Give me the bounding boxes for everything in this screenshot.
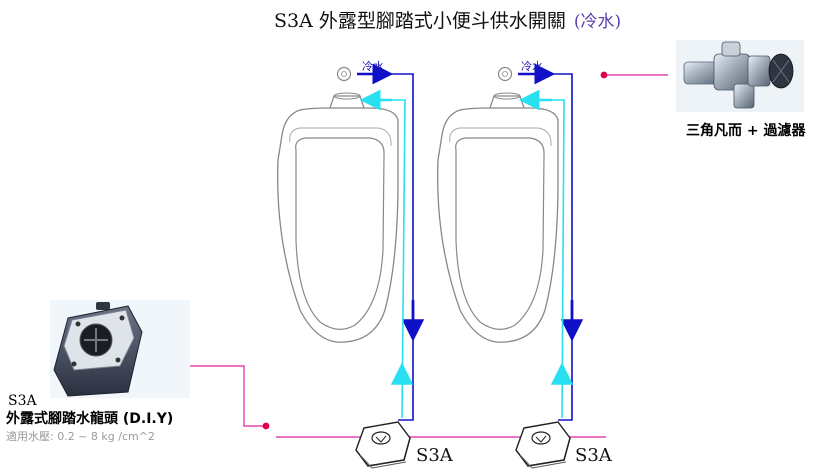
diy-pressure-range: 適用水壓: 0.2 ~ 8 kg /cm^2: [6, 430, 155, 443]
valve-label: 三角凡而 + 過濾器: [686, 123, 806, 139]
cold-water-pipe-1: [357, 63, 425, 421]
urinal-2: [437, 92, 559, 343]
junction-dot: [600, 71, 608, 79]
supply-line: [186, 74, 668, 438]
diy-model-code: S3A: [8, 393, 37, 409]
title-main: S3A 外露型腳踏式小便斗供水開關: [274, 10, 566, 32]
foot-pedal-faucet-icon: [50, 300, 190, 398]
foot-pedal-1[interactable]: [355, 421, 411, 469]
cold-water-inlet-1: [336, 66, 352, 82]
junction-dot: [262, 422, 270, 430]
diy-product-name: 外露式腳踏水龍頭 (D.I.Y): [6, 411, 174, 427]
foot-pedal-2[interactable]: [515, 421, 571, 469]
urinal-1: [277, 92, 399, 343]
page-title: S3A 外露型腳踏式小便斗供水開關 (冷水): [274, 6, 621, 33]
cold-water-label-2: 冷水: [521, 60, 543, 73]
pedal-label-2: S3A: [575, 445, 612, 466]
flush-pipe-2: [518, 89, 574, 419]
cold-water-pipe-2: [518, 63, 584, 421]
angle-valve-filter-icon: [676, 40, 804, 112]
cold-water-inlet-2: [497, 66, 513, 82]
pedal-label-1: S3A: [416, 445, 453, 466]
cold-water-label-1: 冷水: [362, 60, 384, 73]
flush-pipe-1: [359, 89, 414, 419]
title-subtitle: (冷水): [573, 12, 622, 32]
